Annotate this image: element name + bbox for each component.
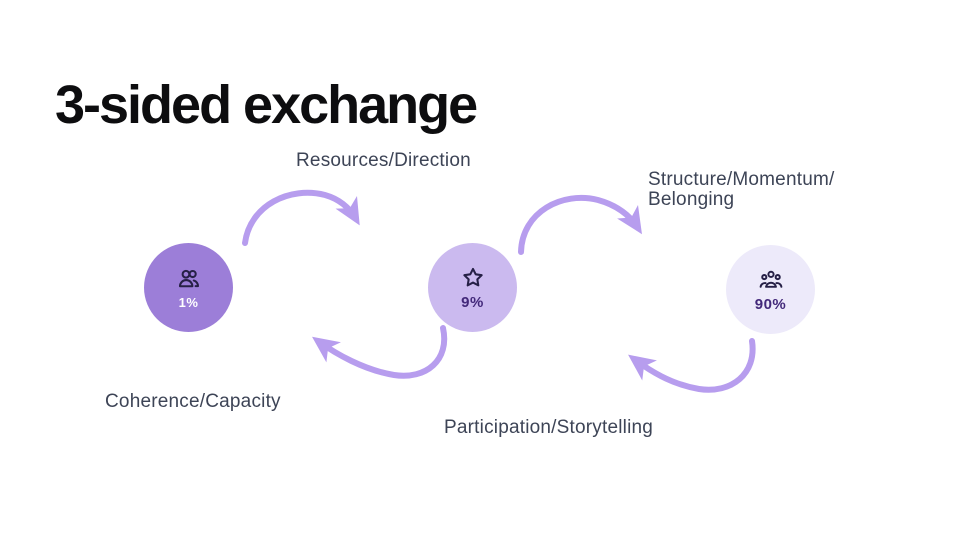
star-icon bbox=[462, 267, 483, 286]
flow-label-participation-storytelling: Participation/Storytelling bbox=[444, 417, 654, 438]
users-group-icon bbox=[759, 270, 782, 288]
page-title: 3-sided exchange bbox=[55, 75, 478, 136]
node-community: 90% bbox=[726, 245, 815, 334]
two-users-icon bbox=[178, 269, 199, 287]
flow-label-structure-momentum-belonging: Structure/Momentum/ Belonging bbox=[648, 170, 834, 210]
node-percent: 90% bbox=[754, 295, 787, 313]
flow-label-coherence-capacity: Coherence/Capacity bbox=[105, 391, 281, 412]
flow-label-resources-direction: Resources/Direction bbox=[296, 150, 471, 171]
node-percent: 1% bbox=[178, 294, 199, 310]
node-champions: 9% bbox=[428, 243, 517, 332]
node-givers: 1% bbox=[144, 243, 233, 332]
flow-label-line2: Belonging bbox=[648, 189, 735, 210]
node-percent: 9% bbox=[461, 293, 484, 311]
flow-arrow-center-to-left bbox=[312, 325, 448, 379]
flow-arrow-right-to-center bbox=[628, 338, 756, 393]
flow-label-line1: Structure/Momentum/ bbox=[648, 169, 835, 190]
flow-arrow-center-to-right bbox=[518, 194, 642, 255]
flow-arrow-left-to-center bbox=[242, 189, 360, 246]
